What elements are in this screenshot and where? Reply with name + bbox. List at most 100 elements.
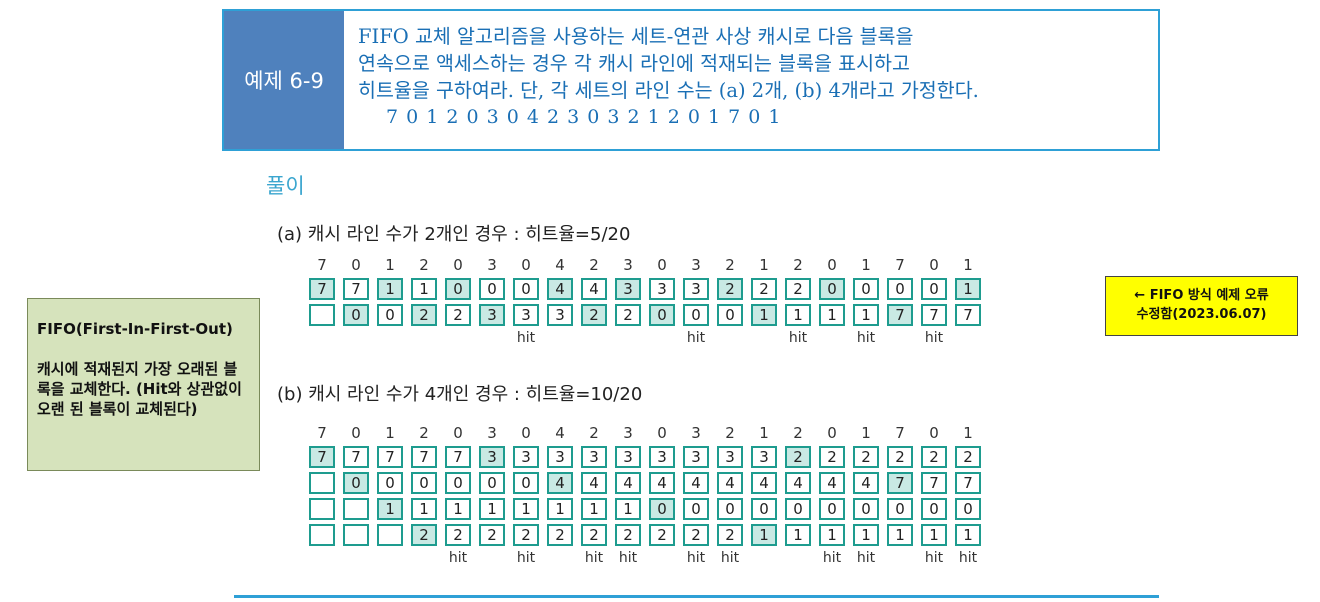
hit-label: hit <box>788 330 808 346</box>
cache-cell: 4 <box>683 472 709 494</box>
cache-cell: 3 <box>581 446 607 468</box>
cache-cell: 0 <box>921 498 947 520</box>
cache-cell: 2 <box>547 524 573 546</box>
cache-cell: 7 <box>343 278 369 300</box>
hit-label: hit <box>924 330 944 346</box>
cache-cell: 0 <box>513 278 539 300</box>
reference-block: 3 <box>623 424 633 442</box>
cache-cell: 0 <box>785 498 811 520</box>
cache-cell: 2 <box>513 524 539 546</box>
hit-label: hit <box>584 550 604 566</box>
cache-cell: 2 <box>751 278 777 300</box>
cache-cell: 3 <box>615 278 641 300</box>
reference-block: 7 <box>895 424 905 442</box>
hit-label: hit <box>686 550 706 566</box>
cache-cell: 0 <box>887 498 913 520</box>
reference-block: 1 <box>385 424 395 442</box>
hit-label: hit <box>856 550 876 566</box>
cache-cell: 7 <box>377 446 403 468</box>
cache-cell: 0 <box>717 304 743 326</box>
cache-cell: 0 <box>683 498 709 520</box>
cache-cell: 4 <box>615 472 641 494</box>
hit-label: hit <box>856 330 876 346</box>
reference-block: 2 <box>589 424 599 442</box>
cache-cell: 1 <box>921 524 947 546</box>
reference-block: 3 <box>691 424 701 442</box>
cache-cell: 0 <box>445 278 471 300</box>
cache-cell: 4 <box>785 472 811 494</box>
cache-cell <box>377 524 403 546</box>
reference-block: 0 <box>453 424 463 442</box>
fifo-note: FIFO(First-In-First-Out) 캐시에 적재된지 가장 오래된… <box>27 298 260 471</box>
cache-cell: 0 <box>649 498 675 520</box>
cache-cell: 4 <box>581 472 607 494</box>
reference-block: 0 <box>827 424 837 442</box>
reference-block: 2 <box>793 424 803 442</box>
reference-block: 1 <box>963 424 973 442</box>
cache-cell: 0 <box>683 304 709 326</box>
cache-cell: 3 <box>649 278 675 300</box>
reference-block: 2 <box>725 256 735 274</box>
cache-cell: 2 <box>615 524 641 546</box>
fifo-note-body: 캐시에 적재된지 가장 오래된 블록을 교체한다. (Hit와 상관없이 오랜 … <box>37 360 242 418</box>
cache-cell: 2 <box>649 524 675 546</box>
reference-block: 2 <box>725 424 735 442</box>
reference-block: 0 <box>351 256 361 274</box>
cache-cell: 2 <box>615 304 641 326</box>
cache-cell: 3 <box>751 446 777 468</box>
cache-cell: 0 <box>819 498 845 520</box>
reference-block: 1 <box>759 424 769 442</box>
reference-block: 3 <box>623 256 633 274</box>
reference-block: 4 <box>555 424 565 442</box>
cache-cell: 2 <box>785 446 811 468</box>
cache-cell: 2 <box>411 524 437 546</box>
cache-cell: 2 <box>785 278 811 300</box>
cache-cell: 1 <box>615 498 641 520</box>
cache-cell: 3 <box>479 304 505 326</box>
cache-cell: 0 <box>819 278 845 300</box>
cache-cell: 3 <box>649 446 675 468</box>
cache-cell: 1 <box>377 498 403 520</box>
reference-block: 0 <box>657 256 667 274</box>
reference-block: 3 <box>691 256 701 274</box>
reference-block: 0 <box>521 424 531 442</box>
hit-label: hit <box>924 550 944 566</box>
hit-label: hit <box>448 550 468 566</box>
cache-cell: 1 <box>547 498 573 520</box>
reference-block: 1 <box>861 424 871 442</box>
cache-cell: 0 <box>377 472 403 494</box>
cache-cell: 7 <box>343 446 369 468</box>
cache-cell: 2 <box>445 524 471 546</box>
cache-cell: 2 <box>479 524 505 546</box>
problem-line-2: 연속으로 액세스하는 경우 각 캐시 라인에 적재되는 블록을 표시하고 <box>358 52 910 75</box>
cache-cell: 1 <box>377 278 403 300</box>
cache-cell: 1 <box>445 498 471 520</box>
reference-block: 1 <box>963 256 973 274</box>
cache-cell: 7 <box>921 472 947 494</box>
solution-title: 풀이 <box>266 174 305 198</box>
cache-cell: 0 <box>411 472 437 494</box>
reference-block: 1 <box>861 256 871 274</box>
cache-cell: 1 <box>955 524 981 546</box>
reference-block: 0 <box>453 256 463 274</box>
cache-cell: 2 <box>717 278 743 300</box>
reference-block: 0 <box>351 424 361 442</box>
hit-label: hit <box>516 330 536 346</box>
cache-cell: 7 <box>887 304 913 326</box>
cache-cell: 2 <box>683 524 709 546</box>
cache-cell: 1 <box>785 304 811 326</box>
cache-cell: 3 <box>513 446 539 468</box>
cache-cell: 1 <box>819 524 845 546</box>
cache-cell: 4 <box>751 472 777 494</box>
cache-cell: 2 <box>581 524 607 546</box>
cache-cell <box>309 472 335 494</box>
cache-cell: 1 <box>411 498 437 520</box>
cache-cell: 7 <box>955 304 981 326</box>
problem-line-1: FIFO 교체 알고리즘을 사용하는 세트-연관 사상 캐시로 다음 블록을 <box>358 25 914 48</box>
example-label: 예제 6-9 <box>224 11 344 149</box>
cache-cell: 2 <box>819 446 845 468</box>
reference-block: 0 <box>929 256 939 274</box>
reference-block: 0 <box>521 256 531 274</box>
cache-cell: 4 <box>547 472 573 494</box>
correction-note: ← FIFO 방식 예제 오류 수정함(2023.06.07) <box>1105 276 1298 336</box>
